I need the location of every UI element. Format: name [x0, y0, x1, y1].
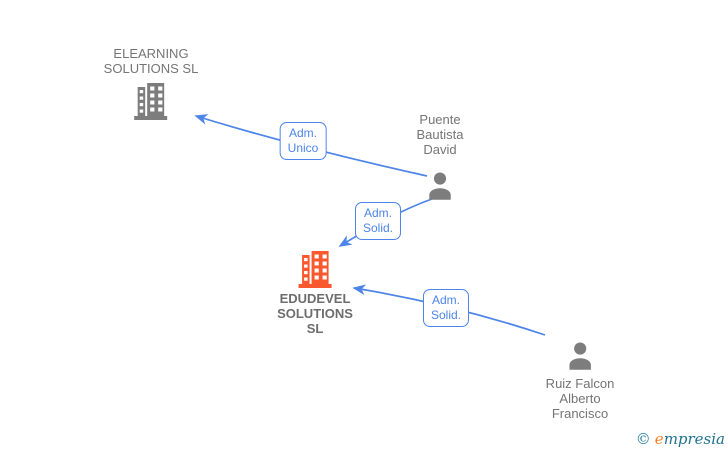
brand-name: mpresia: [663, 430, 725, 448]
node-label-line: Francisco: [551, 406, 609, 421]
brand-initial: e: [654, 430, 664, 448]
edge-label-line: Unico: [287, 141, 319, 155]
edge-label-adm-solid-1[interactable]: Adm. Solid.: [354, 202, 402, 240]
node-label: EDUDEVEL SOLUTIONS SL: [277, 291, 353, 336]
building-icon: [134, 82, 168, 120]
node-label-line: ELEARNING: [113, 46, 189, 61]
node-edudevel-solutions-sl[interactable]: EDUDEVEL SOLUTIONS SL: [277, 250, 353, 336]
node-label-line: SL: [306, 321, 324, 336]
person-icon: [563, 339, 596, 373]
node-label: ELEARNING SOLUTIONS SL: [104, 46, 199, 76]
edge-label-adm-solid-2[interactable]: Adm. Solid.: [422, 289, 470, 327]
copyright-symbol: ©: [635, 430, 651, 448]
node-ruiz-falcon-alberto-francisco[interactable]: Ruiz Falcon Alberto Francisco: [546, 339, 615, 421]
edge-label-line: Adm.: [363, 206, 392, 220]
edge-label-adm-unico[interactable]: Adm. Unico: [279, 122, 327, 160]
node-label-line: Bautista: [416, 127, 464, 142]
node-label-line: EDUDEVEL: [279, 291, 351, 306]
node-label-line: SOLUTIONS SL: [103, 61, 199, 76]
node-elearning-solutions-sl[interactable]: ELEARNING SOLUTIONS SL: [104, 46, 199, 120]
node-label: Ruiz Falcon Alberto Francisco: [546, 376, 615, 421]
node-label-line: David: [423, 142, 457, 157]
node-label: Puente Bautista David: [417, 112, 464, 157]
node-label-line: Alberto: [559, 391, 601, 406]
node-label-line: SOLUTIONS: [277, 306, 353, 321]
person-icon: [423, 169, 456, 203]
edge-label-line: Adm.: [431, 293, 460, 307]
building-icon: [298, 250, 332, 288]
edge-label-line: Solid.: [430, 308, 462, 322]
node-label-line: Puente: [419, 112, 461, 127]
edge-label-line: Adm.: [288, 126, 317, 140]
edge-label-line: Solid.: [362, 221, 394, 235]
node-puente-bautista-david[interactable]: Puente Bautista David: [417, 112, 464, 203]
empresia-watermark: ©empresia: [636, 430, 725, 448]
node-label-line: Ruiz Falcon: [545, 376, 615, 391]
